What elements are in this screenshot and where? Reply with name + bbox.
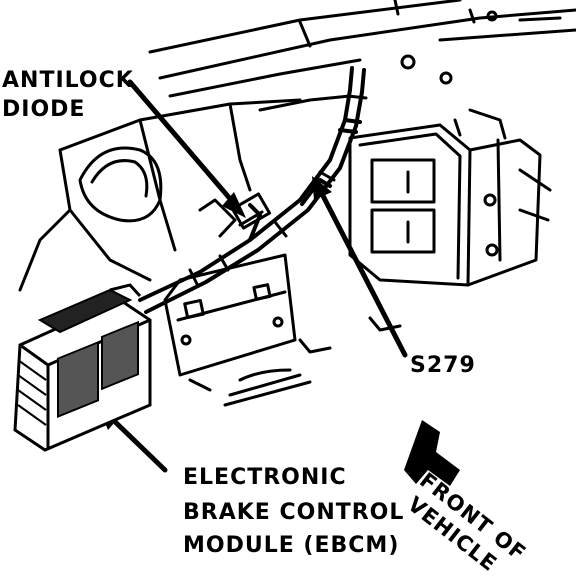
mounting-bracket	[163, 198, 297, 377]
ebcm-module	[13, 283, 152, 452]
dash-lower-structure	[18, 94, 352, 292]
dash-top-panel	[148, 0, 576, 98]
ebcm-label-line2: BRAKE CONTROL	[183, 500, 405, 525]
diode-arrowhead	[222, 192, 246, 218]
hvac-housing	[348, 108, 552, 287]
antilock-diode-label-line2: DIODE	[2, 97, 86, 122]
splice-arrowhead	[312, 176, 332, 200]
ebcm-label-line1: ELECTRONIC	[183, 465, 347, 490]
splice-label: S279	[410, 353, 476, 378]
wiring-harness	[138, 66, 366, 314]
leader-lines	[105, 79, 408, 473]
floor-lines	[128, 316, 402, 407]
antilock-diode-label-line1: ANTILOCK	[2, 68, 134, 93]
ebcm-label-line3: MODULE (EBCM)	[183, 533, 400, 558]
front-arrow	[404, 420, 460, 486]
antilock-diode	[231, 192, 271, 230]
line-art	[13, 0, 576, 486]
vent-recess	[78, 146, 163, 223]
